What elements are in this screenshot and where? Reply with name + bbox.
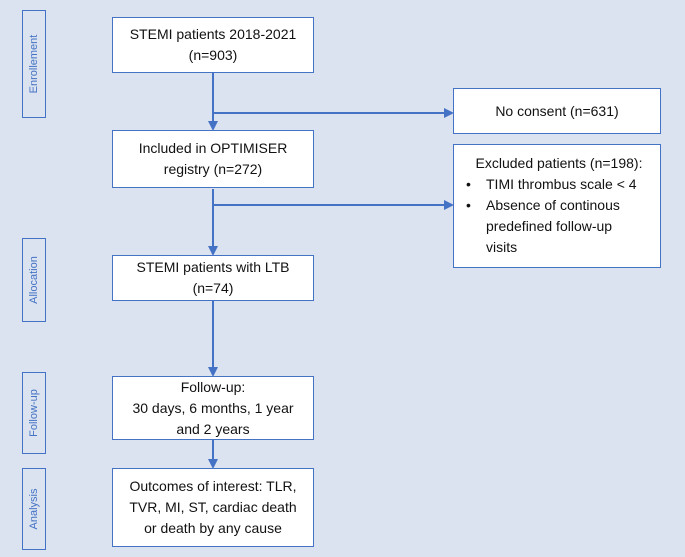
phase-allocation: Allocation	[22, 238, 46, 322]
excluded-patients-title: Excluded patients (n=198):	[475, 155, 643, 171]
exclusion-criterion-text: Absence of continous	[486, 197, 620, 213]
ltb-patients-count: (n=74)	[192, 280, 234, 296]
phase-analysis: Analysis	[22, 468, 46, 550]
exclusion-criterion-text: visits	[486, 239, 518, 255]
included-registry-box: Included in OPTIMISER registry (n=272)	[112, 130, 314, 188]
ltb-patients-box: STEMI patients with LTB (n=74)	[112, 255, 314, 301]
stemi-patients-box: STEMI patients 2018-2021 (n=903)	[112, 17, 314, 73]
no-consent-text: No consent (n=631)	[495, 102, 619, 119]
ltb-patients-title: STEMI patients with LTB	[136, 259, 290, 275]
exclusion-criterion-text: TIMI thrombus scale < 4	[486, 176, 637, 192]
phase-allocation-label: Allocation	[28, 256, 40, 304]
included-registry-title: Included in OPTIMISER	[138, 140, 288, 156]
outcomes-line: TVR, MI, ST, cardiac death	[129, 499, 297, 515]
exclusion-criterion: Absence of continous predefined follow-u…	[464, 195, 637, 258]
excluded-patients-box: Excluded patients (n=198): TIMI thrombus…	[453, 144, 661, 268]
exclusion-criterion-text: predefined follow-up	[486, 218, 613, 234]
follow-up-detail: and 2 years	[176, 420, 250, 437]
outcomes-line: Outcomes of interest: TLR,	[129, 478, 297, 494]
outcomes-box: Outcomes of interest: TLR, TVR, MI, ST, …	[112, 468, 314, 547]
stemi-patients-count: (n=903)	[188, 47, 238, 63]
phase-analysis-label: Analysis	[28, 488, 40, 530]
outcomes-line: or death by any cause	[144, 520, 282, 536]
phase-followup-label: Follow-up	[28, 389, 40, 437]
no-consent-box: No consent (n=631)	[453, 88, 661, 134]
phase-enrollment-label: Enrollement	[28, 34, 40, 94]
follow-up-box: Follow-up: 30 days, 6 months, 1 year and…	[112, 376, 314, 440]
included-registry-count: registry (n=272)	[163, 161, 263, 177]
follow-up-title: Follow-up:	[180, 378, 246, 395]
phase-enrollment: Enrollement	[22, 10, 46, 118]
exclusion-criteria-list: TIMI thrombus scale < 4 Absence of conti…	[464, 174, 637, 258]
stemi-patients-title: STEMI patients 2018-2021	[129, 26, 297, 42]
exclusion-criterion: TIMI thrombus scale < 4	[464, 174, 637, 195]
phase-followup: Follow-up	[22, 372, 46, 454]
follow-up-detail: 30 days, 6 months, 1 year	[132, 399, 294, 416]
